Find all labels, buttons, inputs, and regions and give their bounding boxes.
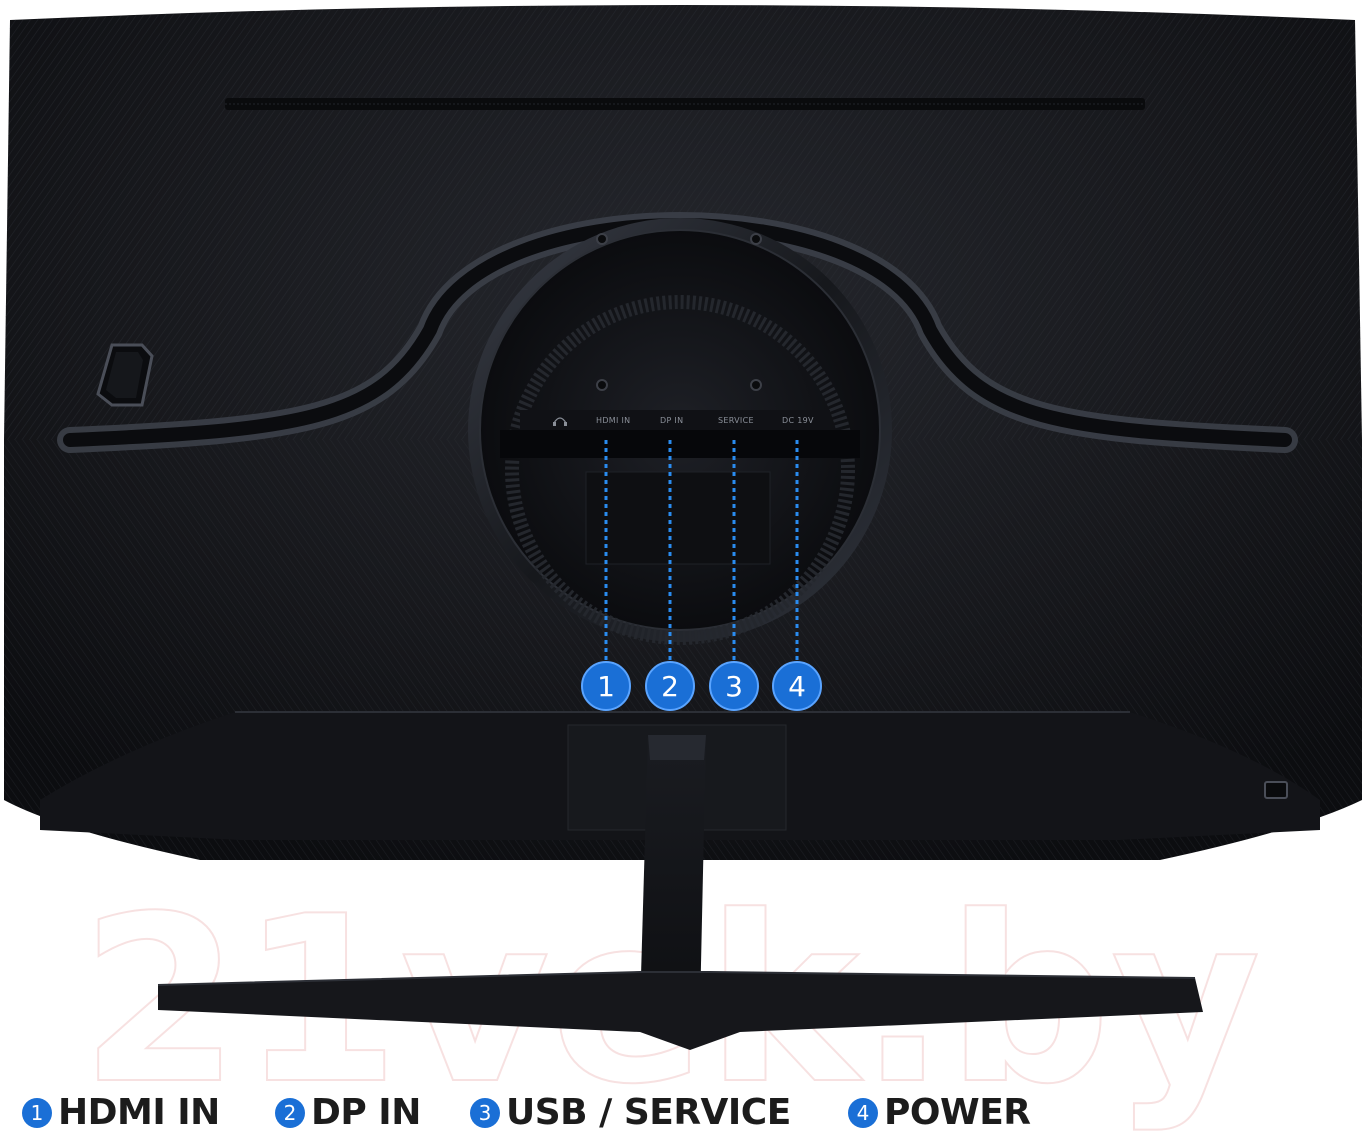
port-label-dp: DP IN: [660, 416, 683, 425]
port-panel: [520, 410, 830, 430]
port-label-hdmi: HDMI IN: [596, 416, 630, 425]
legend-badge-1: 1: [22, 1098, 52, 1128]
callout-badge-2: 2: [645, 661, 695, 711]
port-label-service: SERVICE: [718, 416, 754, 425]
legend-item-1: 1 HDMI IN: [22, 1093, 220, 1133]
legend-item-3: 3 USB / SERVICE: [470, 1093, 791, 1133]
svg-text:4: 4: [788, 670, 806, 703]
legend-badge-2: 2: [275, 1098, 305, 1128]
callout-badge-1: 1: [581, 661, 631, 711]
cable-guide: [585, 471, 771, 565]
port-legend: 1 HDMI IN 2 DP IN 3 USB / SERVICE 4 POWE…: [0, 1083, 1365, 1135]
callout-lines: [604, 440, 799, 668]
brand-emblem-icon: [96, 343, 154, 407]
vesa-screw-icons: [596, 233, 762, 391]
legend-badge-3: 3: [470, 1098, 500, 1128]
legend-label-3: USB / SERVICE: [506, 1092, 791, 1133]
svg-text:1: 1: [597, 670, 615, 703]
legend-label-2: DP IN: [311, 1092, 421, 1133]
callout-badge-3: 3: [709, 661, 759, 711]
port-label-power: DC 19V: [782, 416, 814, 425]
stand-neck: [640, 735, 706, 1010]
legend-label-4: POWER: [884, 1092, 1031, 1133]
legend-badge-4: 4: [848, 1098, 878, 1128]
callout-badge-4: 4: [772, 661, 822, 711]
legend-item-4: 4 POWER: [848, 1093, 1031, 1133]
kensington-lock-icon: [1264, 781, 1288, 799]
legend-label-1: HDMI IN: [58, 1092, 220, 1133]
svg-text:3: 3: [725, 670, 743, 703]
svg-text:2: 2: [661, 670, 679, 703]
legend-item-2: 2 DP IN: [275, 1093, 421, 1133]
headphone-icon: [553, 417, 567, 426]
stand-base: [158, 972, 1203, 1050]
